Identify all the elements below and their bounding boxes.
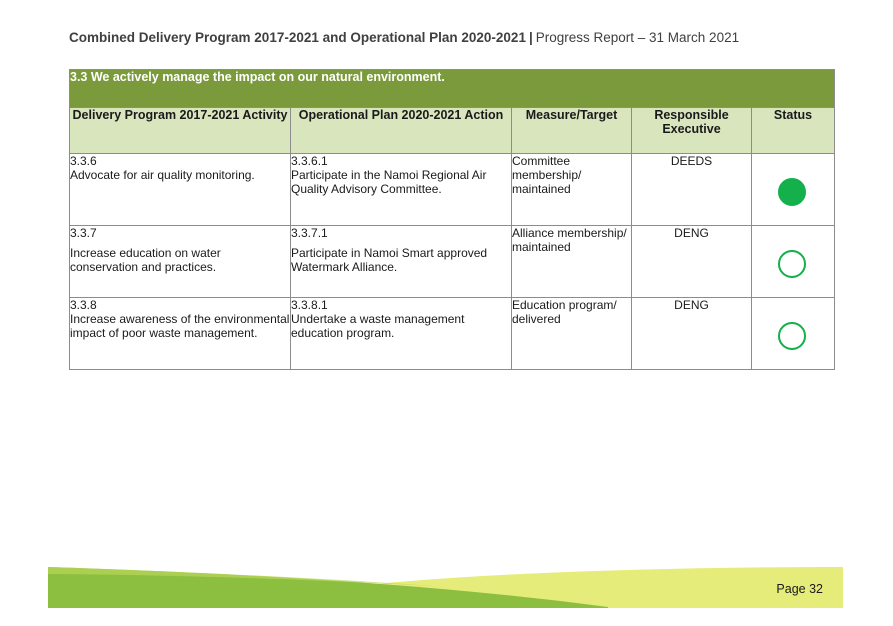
status-cell	[750, 153, 836, 226]
header-title-light: Progress Report – 31 March 2021	[535, 30, 740, 45]
column-header-executive: Responsible Executive	[631, 107, 752, 154]
activity-cell: 3.3.6 Advocate for air quality monitorin…	[69, 153, 291, 226]
activity-text: Advocate for air quality monitoring.	[70, 168, 255, 182]
section-row: 3.3 We actively manage the impact on our…	[68, 69, 836, 108]
activity-cell: 3.3.8 Increase awareness of the environm…	[69, 297, 291, 370]
document-header: Combined Delivery Program 2017-2021 and …	[69, 30, 739, 45]
action-cell: 3.3.8.1 Undertake a waste management edu…	[290, 297, 512, 370]
activity-code: 3.3.8	[70, 298, 97, 312]
action-text: Participate in the Namoi Regional Air Qu…	[291, 168, 487, 196]
action-code: 3.3.8.1	[291, 298, 328, 312]
activity-text: Increase awareness of the environmental …	[70, 312, 290, 340]
status-complete-icon	[778, 177, 806, 206]
action-cell: 3.3.6.1 Participate in the Namoi Regiona…	[290, 153, 512, 226]
action-text: Participate in Namoi Smart approved Wate…	[291, 246, 488, 274]
page-number: Page 32	[776, 582, 823, 596]
status-pending-icon	[778, 249, 806, 278]
executive-cell: DENG	[631, 297, 752, 370]
table-row: 3.3.6 Advocate for air quality monitorin…	[69, 153, 836, 226]
header-separator: |	[528, 30, 533, 45]
footer-swoosh-graphic	[48, 565, 843, 608]
status-cell	[750, 297, 836, 370]
action-code: 3.3.7.1	[291, 226, 328, 240]
activity-cell: 3.3.7 Increase education on water conser…	[69, 225, 291, 298]
table-row: 3.3.7 Increase education on water conser…	[69, 225, 836, 298]
column-header-row: Delivery Program 2017-2021 Activity Oper…	[69, 107, 836, 154]
header-title-bold: Combined Delivery Program 2017-2021 and …	[69, 30, 526, 45]
column-header-action: Operational Plan 2020-2021 Action	[290, 107, 512, 154]
activity-code: 3.3.7	[70, 226, 97, 240]
table-row: 3.3.8 Increase awareness of the environm…	[69, 297, 836, 370]
action-text: Undertake a waste management education p…	[291, 312, 465, 340]
progress-table: 3.3 We actively manage the impact on our…	[68, 69, 836, 370]
page-footer: Page 32	[48, 565, 843, 608]
action-code: 3.3.6.1	[291, 154, 328, 168]
activity-code: 3.3.6	[70, 154, 97, 168]
measure-cell: Alliance membership/ maintained	[511, 225, 632, 298]
measure-cell: Education program/ delivered	[511, 297, 632, 370]
section-title: 3.3 We actively manage the impact on our…	[68, 69, 836, 108]
measure-cell: Committee membership/ maintained	[511, 153, 632, 226]
status-cell	[750, 225, 836, 298]
activity-text: Increase education on water conservation…	[70, 246, 221, 274]
column-header-measure: Measure/Target	[511, 107, 632, 154]
status-pending-icon	[778, 321, 806, 350]
action-cell: 3.3.7.1 Participate in Namoi Smart appro…	[290, 225, 512, 298]
executive-cell: DENG	[631, 225, 752, 298]
column-header-activity: Delivery Program 2017-2021 Activity	[69, 107, 291, 154]
column-header-status: Status	[750, 107, 836, 154]
executive-cell: DEEDS	[631, 153, 752, 226]
